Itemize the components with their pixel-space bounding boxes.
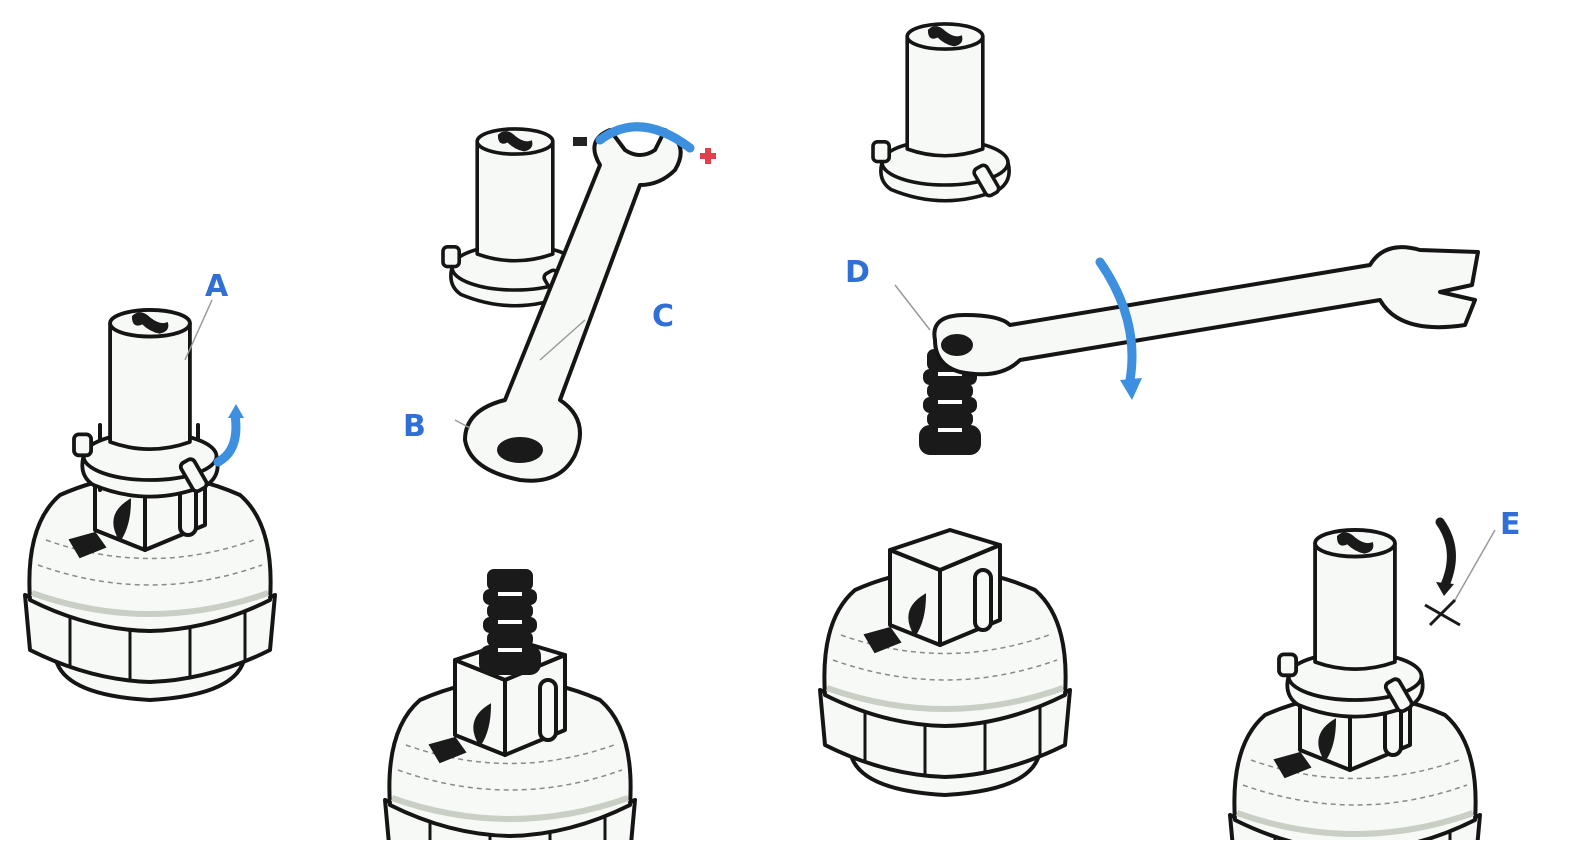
wrench-long-icon [932,245,1480,377]
plus-marker [700,148,716,164]
callout-label-b: B [403,409,426,444]
callout-label-c: C [652,299,675,334]
rotate-arrow-down-black-icon [1435,517,1456,590]
callout-label-d: D [845,255,870,290]
rotate-arrow-down-icon [1095,257,1137,385]
wrench-icon [463,128,683,483]
rotate-arrow-up-icon [213,410,241,467]
callout-label-a: A [205,269,229,304]
adjust-arc-icon [595,122,695,153]
minus-marker [573,137,587,146]
callout-label-e: E [1500,507,1521,542]
step-3-nut-adjust [820,22,1480,795]
step-1-valve-assembled [25,299,275,700]
step-4-cap-refit [1230,517,1496,840]
step-2-cap-removed-wrench [385,122,716,840]
